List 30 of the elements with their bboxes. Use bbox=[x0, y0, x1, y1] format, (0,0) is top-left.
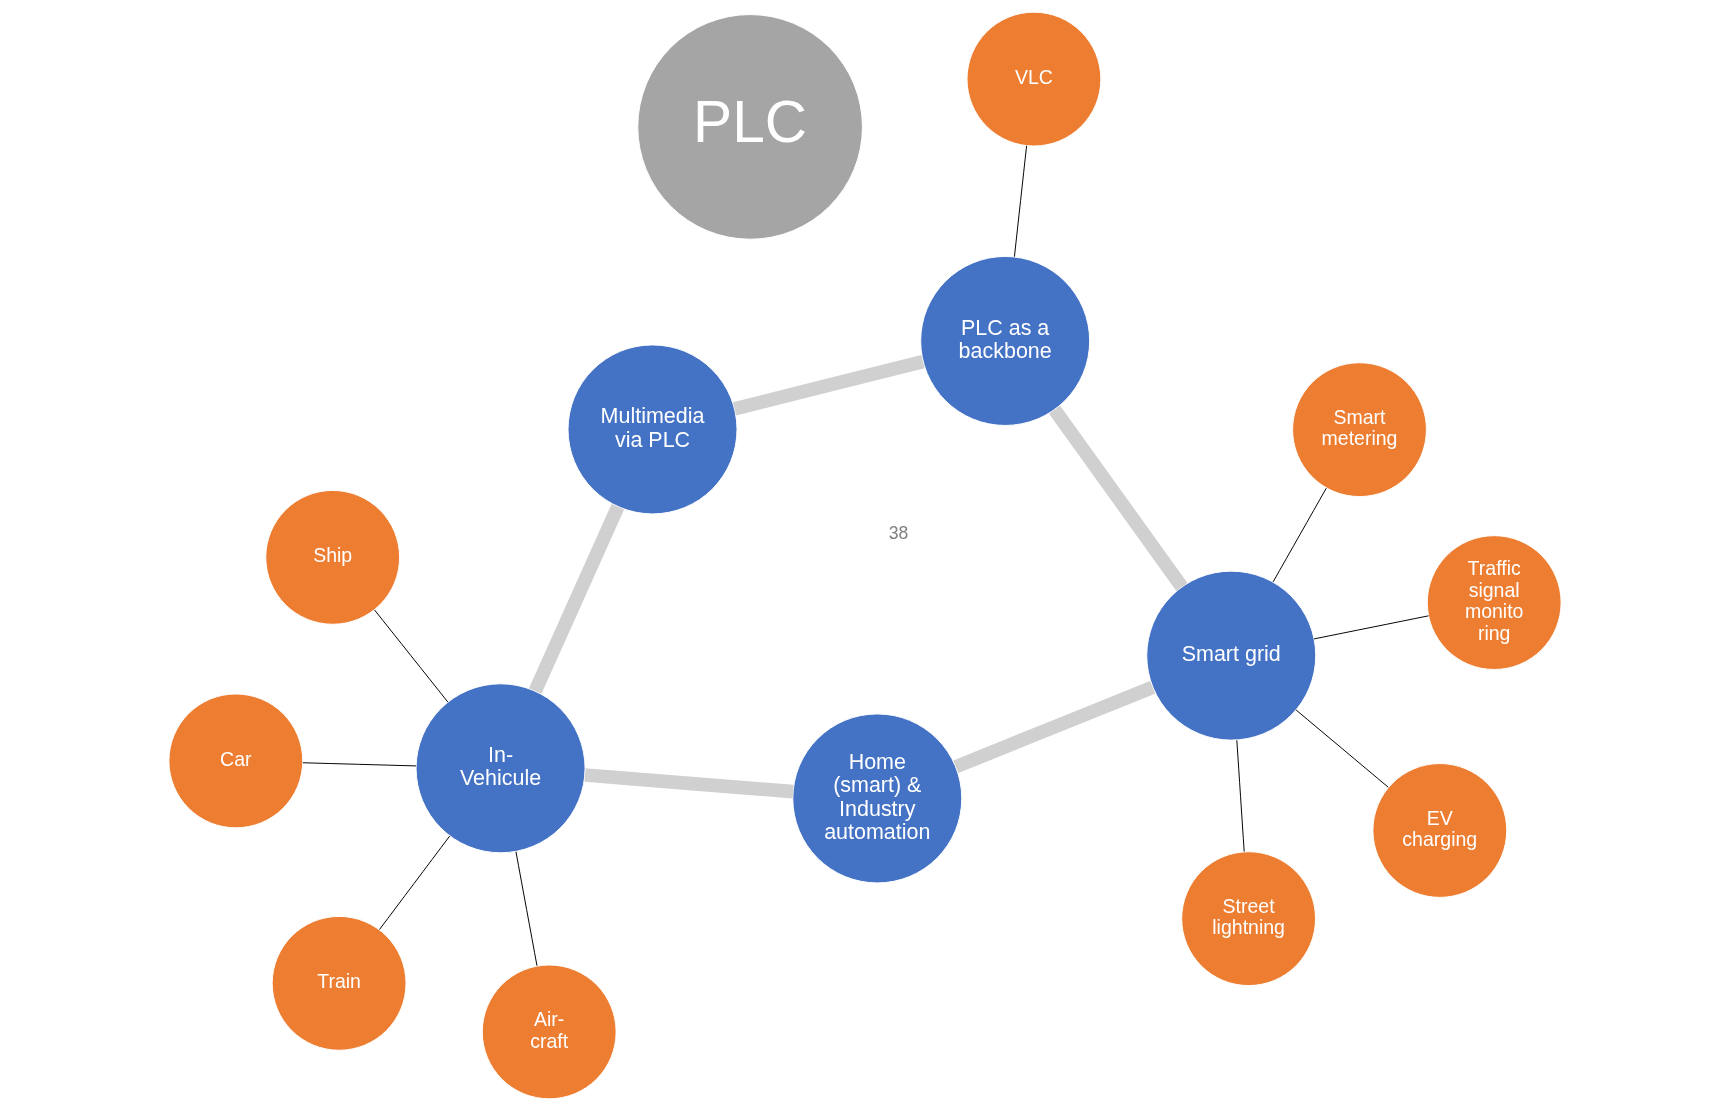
node-circle: Smart grid bbox=[1145, 570, 1316, 741]
connector bbox=[952, 681, 1155, 774]
connector bbox=[1313, 615, 1429, 640]
connector bbox=[1235, 739, 1245, 853]
connector bbox=[1048, 405, 1187, 591]
connector bbox=[378, 835, 450, 931]
node-circle: PLC as a backbone bbox=[919, 255, 1090, 426]
node-circle: Home (smart) & Industry automation bbox=[791, 713, 962, 884]
node-circle: Air- craft bbox=[481, 964, 617, 1100]
connector bbox=[1272, 487, 1327, 583]
node-circle: Train bbox=[271, 915, 406, 1051]
node-circle: Street lightning bbox=[1180, 851, 1316, 987]
connector bbox=[301, 762, 417, 767]
connector bbox=[373, 609, 448, 703]
node-circle: Car bbox=[167, 693, 303, 829]
connector bbox=[1295, 709, 1389, 788]
connector bbox=[514, 851, 537, 967]
node-circle: EV charging bbox=[1371, 763, 1507, 898]
connector bbox=[1013, 145, 1027, 258]
node-circle: Ship bbox=[264, 489, 400, 625]
node-circle: Multimedia via PLC bbox=[567, 344, 737, 515]
node-circle: VLC bbox=[966, 11, 1101, 147]
node-circle: In- Vehicule bbox=[415, 683, 586, 854]
connector bbox=[584, 768, 794, 799]
node-circle: Traffic signal monito ring bbox=[1426, 535, 1562, 670]
node-circle: Smart metering bbox=[1291, 362, 1427, 498]
node-circle: PLC bbox=[636, 14, 863, 240]
label: 38 bbox=[888, 522, 908, 543]
connector bbox=[732, 354, 925, 416]
connector bbox=[528, 503, 624, 694]
